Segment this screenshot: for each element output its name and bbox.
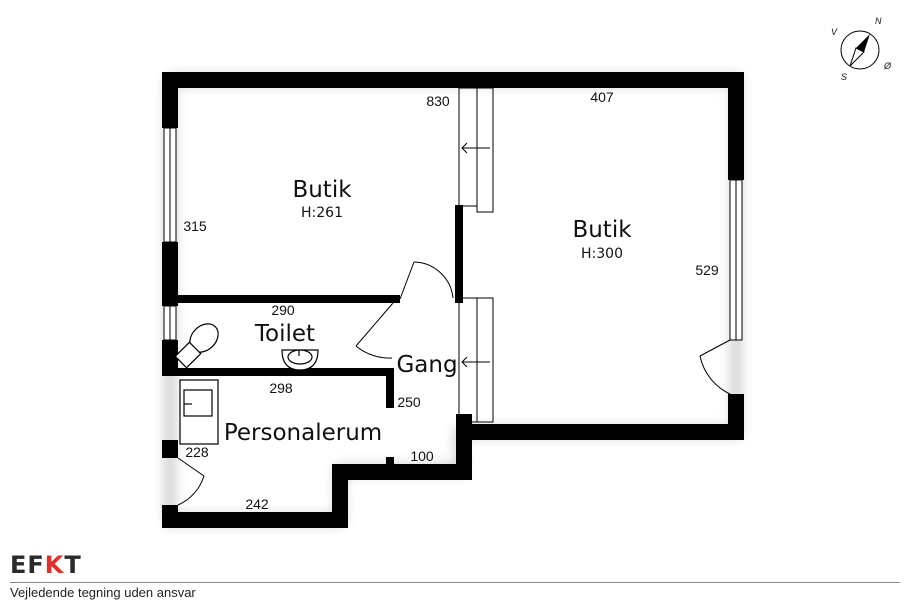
room-label-toilet: Toilet [254, 321, 315, 347]
room-label-butik-2: Butik [572, 217, 632, 243]
compass-icon: N Ø S V [831, 16, 892, 82]
toilet-fixture [174, 323, 219, 369]
room-height-butik-1: H:261 [301, 205, 343, 221]
dimension-label: 250 [397, 394, 421, 410]
logo-left: EF [10, 551, 45, 579]
dimension-label: 315 [183, 218, 207, 234]
room-labels: Butik H:261 Butik H:300 Toilet Gang Pers… [224, 177, 632, 446]
logo-right: T [64, 551, 82, 579]
outer-walls [162, 72, 744, 528]
room-label-butik-1: Butik [292, 177, 352, 203]
staff-sink [179, 379, 219, 445]
dimension-label: 407 [590, 89, 614, 105]
compass-north: N [875, 16, 882, 26]
room-label-gang: Gang [396, 352, 457, 378]
compass-west: V [831, 27, 838, 37]
logo-accent: K [44, 551, 65, 579]
dimension-label: 298 [269, 380, 293, 396]
dimension-label: 228 [185, 444, 209, 460]
sliding-doors [458, 87, 494, 423]
brand-logo: EFKT [10, 551, 82, 579]
compass-south: S [841, 72, 847, 82]
footer-divider [10, 582, 900, 583]
dimension-label: 242 [245, 496, 269, 512]
room-label-personalerum: Personalerum [224, 420, 382, 446]
dimension-label: 529 [695, 262, 719, 278]
dimension-label: 100 [410, 448, 434, 464]
dimension-labels: 830 407 315 529 290 298 250 228 100 242 [183, 89, 719, 512]
swing-doors [177, 261, 731, 506]
disclaimer-text: Vejledende tegning uden ansvar [10, 585, 196, 600]
dimension-label: 290 [271, 302, 295, 318]
dimension-label: 830 [426, 93, 450, 109]
interior-walls [178, 205, 463, 465]
room-height-butik-2: H:300 [581, 246, 623, 262]
windows [163, 127, 743, 341]
toilet-sink [281, 349, 319, 371]
compass-east: Ø [883, 61, 892, 71]
